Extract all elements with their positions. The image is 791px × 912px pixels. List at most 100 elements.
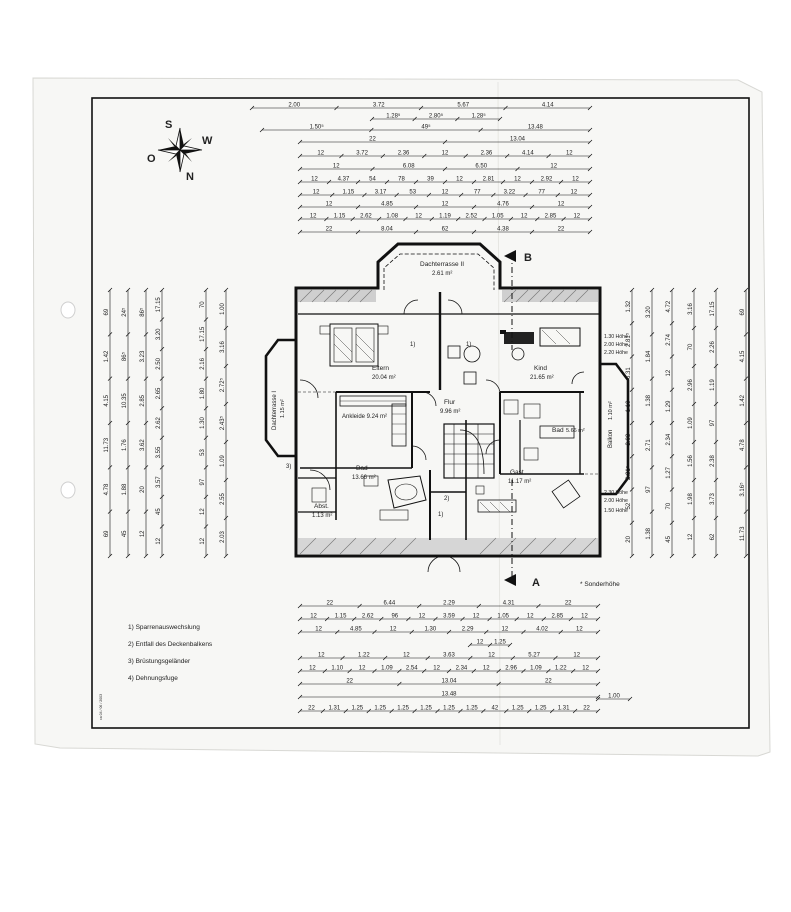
right-dim-tick	[669, 520, 675, 525]
side-stamp: ca 04 / 06 / 2003	[99, 694, 103, 720]
top-dim-tick	[561, 216, 566, 222]
compass-rose: S W N O	[147, 119, 213, 183]
top-dim-tick	[376, 216, 382, 222]
right-dim-label: 3.20	[646, 306, 652, 318]
bottom-dim-tick	[458, 708, 463, 714]
right-dim-tick	[669, 354, 675, 359]
top-dim-tick	[558, 179, 564, 185]
section-b-label: B	[524, 252, 532, 264]
gast-area: 11.17 m²	[508, 479, 531, 485]
top-dim-label: 4.14	[522, 151, 534, 157]
abst-area: 1.13 m²	[312, 513, 332, 519]
top-dim-tick	[478, 127, 483, 133]
left-dim-tick	[107, 332, 113, 337]
top-dim-label: 3.72	[373, 103, 385, 109]
right-dim-label: 3.16⁵	[739, 482, 746, 497]
abst-name: Abst.	[314, 503, 329, 510]
bottom-dim-tick	[416, 603, 422, 609]
bottom-dim-tick	[467, 642, 473, 648]
top-dim-tick	[297, 192, 303, 198]
legend-item: 4) Dehnungsfuge	[128, 675, 178, 682]
top-dim-label: 4.37	[338, 177, 350, 183]
top-dim-label: 13.48	[528, 125, 544, 131]
bottom-dim-label: 12	[318, 653, 325, 659]
compass-south: N	[186, 171, 194, 183]
bottom-dim-label: 12	[527, 614, 534, 620]
left-dim-label: 12	[200, 537, 206, 544]
top-dim-tick	[380, 153, 386, 159]
bottom-dim-tick	[541, 616, 547, 622]
top-dim-tick	[471, 204, 477, 210]
bottom-dim-tick	[536, 603, 541, 609]
right-dim-label: 62	[710, 533, 716, 540]
bottom-dim-tick	[421, 668, 427, 674]
dachterrasse-i-name: Dachterrasse I	[272, 391, 278, 430]
top-dim-label: 12	[571, 190, 578, 196]
left-dim-tick	[143, 420, 149, 426]
bottom-dim-label: 1.22	[555, 666, 567, 672]
gast-name: Gast	[510, 469, 524, 476]
top-dim-label: 8.04	[381, 227, 393, 233]
bottom-dim-tick	[504, 708, 509, 714]
bottom-dim-tick	[347, 668, 352, 674]
right-dim-label: 1.38	[646, 527, 652, 539]
left-dim-tick	[143, 509, 149, 514]
top-dim-label: 4.85	[381, 202, 393, 208]
footnote-1-lower: 1)	[438, 512, 443, 518]
top-dim-label: 4.38	[497, 227, 509, 233]
left-dim-label: 12	[140, 530, 146, 537]
balkon-name: Balkon	[608, 430, 614, 448]
bottom-dim-label: 1.10	[331, 666, 343, 672]
bottom-dim-label: 42	[492, 706, 499, 712]
bottom-dim-label: 12	[576, 627, 583, 633]
bottom-dim-tick	[409, 629, 414, 635]
bottom-dim-label: 4.02	[536, 627, 548, 633]
top-dim-label: 22	[326, 227, 333, 233]
bottom-dim-label: 1.15	[335, 614, 347, 620]
bottom-dim-tick	[471, 668, 477, 674]
kind-area: 21.65 m²	[530, 375, 554, 381]
legend-item: 1) Sparrenauswechslung	[128, 624, 200, 631]
bottom-dim-label: 1.25	[466, 706, 478, 712]
top-dim-tick	[463, 153, 468, 159]
bottom-dim-tick	[382, 655, 388, 661]
bottom-dim-label: 22	[326, 601, 333, 607]
left-dim-label: 2.03	[220, 531, 226, 543]
left-dim-tick	[203, 346, 209, 352]
top-dim-tick	[587, 166, 593, 172]
bottom-dim-tick	[487, 642, 493, 648]
right-dim-tick	[629, 553, 635, 559]
bottom-dim-tick	[446, 668, 452, 674]
top-dim-tick	[587, 204, 593, 210]
bottom-dim-tick	[351, 616, 357, 622]
left-dim-label: 1.88	[122, 483, 128, 495]
bottom-dim-label: 12	[419, 614, 426, 620]
dachterrasse-i-bump	[264, 338, 296, 458]
drawing-frame	[91, 97, 750, 729]
bottom-dim-tick	[406, 616, 411, 622]
bottom-dim-label: 1.25	[494, 640, 506, 646]
dachterrasse-ii-name: Dachterrasse II	[420, 261, 464, 268]
top-dim-label: 12	[550, 164, 557, 170]
left-dim-tick	[125, 420, 131, 426]
bottom-dim-tick	[435, 708, 440, 714]
bottom-dim-tick	[297, 694, 303, 700]
bottom-dim-tick	[366, 708, 372, 714]
bottom-dim-label: 1.05	[497, 614, 509, 620]
top-dim-tick	[529, 204, 535, 210]
bottom-dim-label: 12	[359, 666, 366, 672]
bathtub-left	[387, 475, 427, 509]
bottom-dim-tick	[320, 708, 326, 714]
bottom-dim-tick	[446, 629, 452, 635]
bottom-dim-label: 1.00	[608, 694, 620, 700]
left-dim-label: 10.35	[122, 393, 128, 409]
bottom-dim-label: 22	[565, 601, 572, 607]
top-dim-label: 12	[573, 214, 580, 220]
bottom-dim-tick	[496, 681, 501, 687]
left-dim-tick	[203, 287, 209, 293]
bottom-dim-tick	[570, 668, 576, 674]
legend: 1) Sparrenauswechslung 2) Entfall des De…	[128, 624, 213, 682]
top-dim-tick	[355, 179, 361, 185]
top-dim-tick	[369, 116, 375, 122]
